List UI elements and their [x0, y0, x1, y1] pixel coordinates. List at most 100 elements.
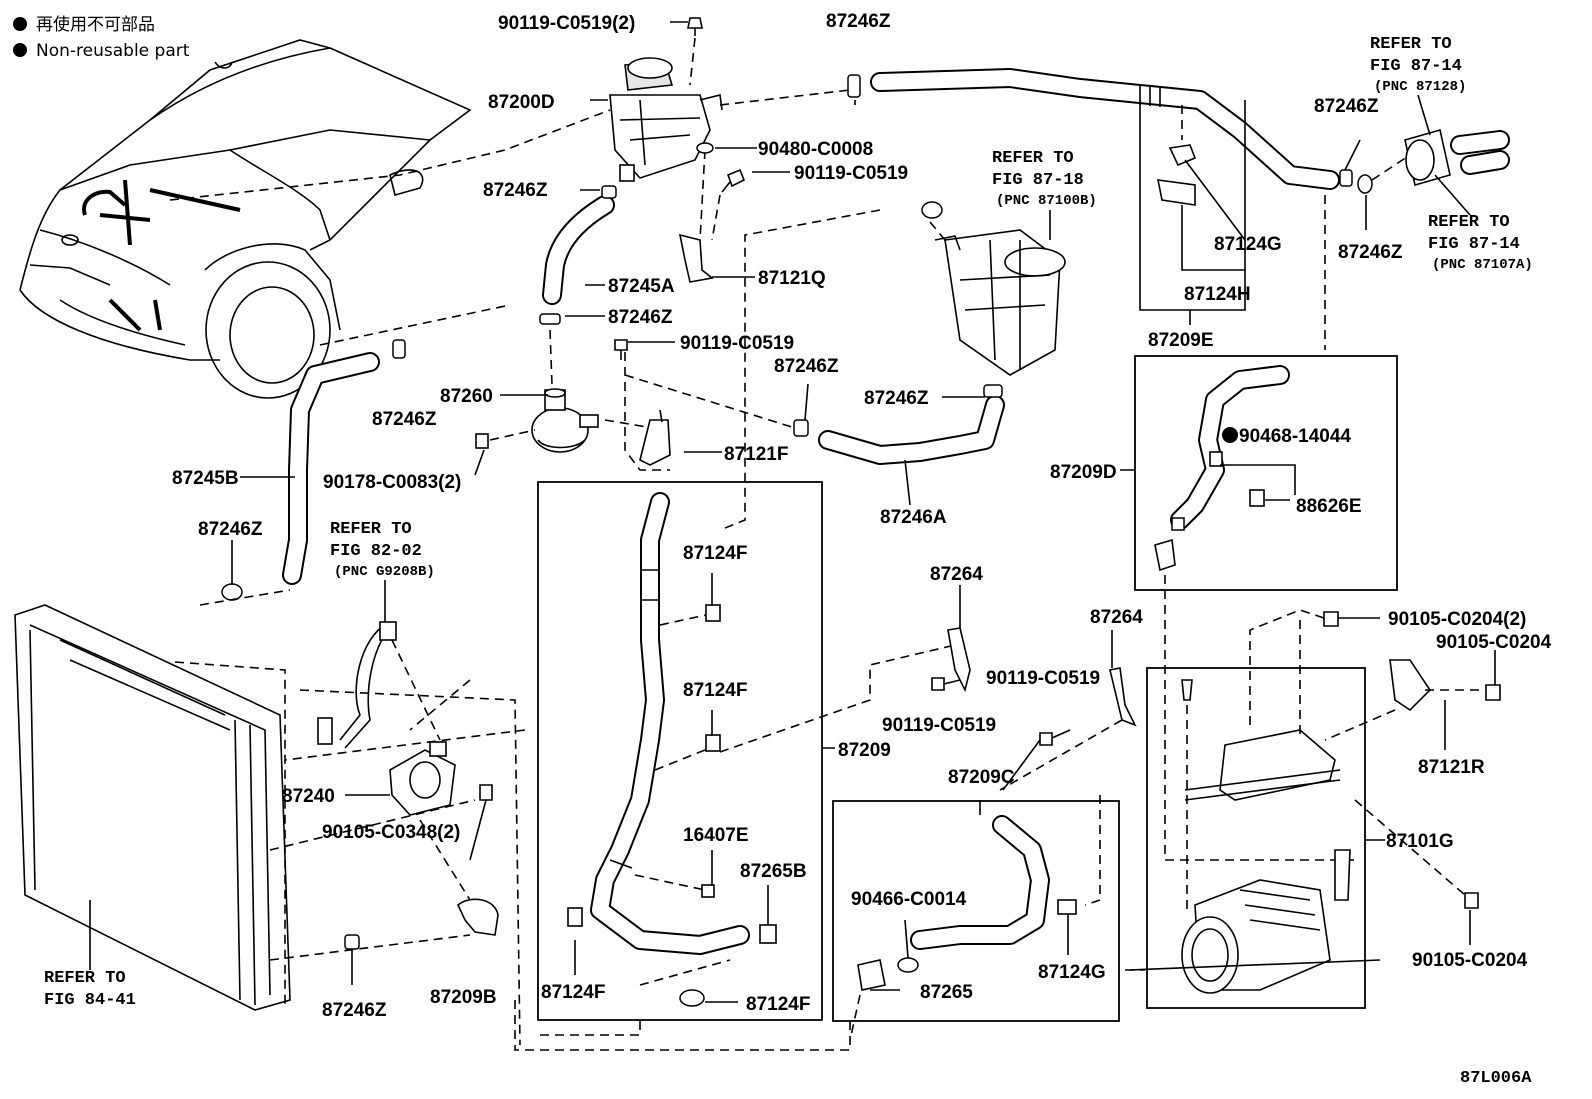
part-label: 87264 [930, 564, 983, 585]
clamp-icon [1339, 169, 1353, 187]
clamp-icon [221, 583, 243, 601]
part-labels: 90119-C0519(2) 87246Z 87200D 90480-C0008… [172, 11, 1552, 1021]
part-label: 87209D [1050, 462, 1117, 483]
box-87101g [1146, 667, 1366, 1009]
part-label: 87265 [920, 982, 973, 1003]
water-pump-87260 [531, 388, 599, 453]
part-label: 87209C [948, 767, 1015, 788]
part-label: 87209E [1148, 330, 1214, 351]
ref-line: FIG 87-18 [992, 171, 1084, 190]
bolt-icon [687, 17, 703, 36]
elbow-87265 [857, 959, 886, 991]
pipe-87107a [1404, 128, 1451, 187]
clamp-icon [344, 934, 360, 950]
part-label: 87121R [1418, 757, 1485, 778]
part-label: 87121Q [758, 268, 826, 289]
ref-line: REFER TO [1370, 35, 1452, 54]
bolt-icon [614, 339, 628, 360]
part-label: 87101G [1386, 831, 1454, 852]
ref-line: (PNC 87107A) [1432, 257, 1533, 273]
part-label: 87246Z [372, 409, 437, 430]
clip-87124g [1057, 899, 1077, 915]
part-label: 87124F [683, 680, 747, 701]
sensor-88626e [1249, 489, 1265, 507]
clip-87124f [567, 907, 583, 927]
ref-line: (PNC 87100B) [996, 193, 1097, 209]
ref-line: FIG 82-02 [330, 542, 422, 561]
part-label: 87260 [440, 386, 493, 407]
part-label: 87265B [740, 861, 807, 882]
part-label: 16407E [683, 825, 749, 846]
legend: 再使用不可部品 Non-reusable part [13, 14, 190, 61]
bolt-icon [721, 168, 746, 193]
part-label: 87246Z [198, 519, 263, 540]
part-label: 90466-C0014 [851, 889, 967, 910]
part-label: 87124G [1214, 234, 1282, 255]
refer-fig-87-18: REFER TO FIG 87-18 (PNC 87100B) [992, 149, 1097, 209]
part-label: 90105-C0204 [1412, 950, 1528, 971]
ref-line: REFER TO [1428, 213, 1510, 232]
part-label: 87246Z [864, 388, 929, 409]
ref-line: FIG 87-14 [1428, 235, 1520, 254]
refer-fig-84-41: REFER TO FIG 84-41 [44, 969, 136, 1010]
plug-87265b [759, 924, 777, 944]
clamp-icon [921, 201, 943, 219]
hose-87209b [457, 898, 499, 936]
bolt-icon [1464, 892, 1479, 909]
hose-87245a [542, 195, 615, 305]
part-label: 90480-C0008 [758, 139, 873, 160]
part-label: 90119-C0519 [794, 163, 908, 184]
wire-harness-g9208b [317, 621, 397, 749]
hose-87209d [1170, 365, 1290, 530]
clamp-icon [793, 419, 809, 437]
part-label: 90105-C0204 [1436, 632, 1552, 653]
part-label: 87246Z [826, 11, 891, 32]
non-reusable-dot-icon [13, 43, 27, 57]
non-reusable-dot-icon [13, 17, 27, 31]
clamp-icon [1171, 517, 1185, 531]
heater-unit-ref [934, 229, 1066, 376]
refer-fig-87-14-a: REFER TO FIG 87-14 (PNC 87128) [1370, 35, 1466, 95]
bracket-87264-b [1109, 667, 1137, 727]
figure-id: 87L006A [1460, 1069, 1532, 1088]
bracket-87121r [1389, 659, 1432, 712]
ref-line: REFER TO [992, 149, 1074, 168]
part-label: 87264 [1090, 607, 1143, 628]
nut-icon [475, 433, 489, 449]
part-label: 90119-C0519 [680, 333, 794, 354]
bolt-icon [1323, 611, 1339, 627]
part-label: 87246Z [483, 180, 548, 201]
part-label: 87246Z [322, 1000, 387, 1021]
clamp-icon [1357, 174, 1373, 194]
ref-line: FIG 84-41 [44, 991, 136, 1010]
hose-87209 [590, 492, 750, 955]
legend-en-text: Non-reusable part [36, 41, 190, 61]
clamp-icon [983, 384, 1003, 398]
part-label: 90119-C0519 [882, 715, 996, 736]
clip-87124g [1168, 144, 1197, 167]
box-87209 [537, 481, 823, 1021]
hose-clamp-icon [897, 957, 919, 973]
part-label: 87209 [838, 740, 891, 761]
part-label: 90119-C0519 [986, 668, 1100, 689]
part-label: 90105-C0348(2) [322, 822, 460, 843]
legend-jp-text: 再使用不可部品 [36, 14, 155, 35]
hose-87246a [818, 395, 1005, 465]
box-87209c [832, 800, 1120, 1022]
part-label: 87121F [724, 444, 788, 465]
pipe-87128 [1450, 130, 1510, 175]
ref-line: REFER TO [44, 969, 126, 988]
box-87209d [1134, 355, 1398, 591]
unit-87101g [1181, 849, 1351, 994]
vehicle-illustration [19, 39, 472, 399]
part-label: 87246A [880, 507, 947, 528]
part-label: 90105-C0204(2) [1388, 609, 1526, 630]
ref-line: (PNC G9208B) [334, 564, 435, 580]
part-label: 87209B [430, 987, 497, 1008]
bracket-87121f [639, 409, 671, 466]
elbow-icon [1154, 538, 1176, 572]
non-reusable-dot-icon [1222, 427, 1238, 443]
sensor-16407e [701, 884, 715, 898]
leader-car-to-reservoir [169, 109, 611, 201]
